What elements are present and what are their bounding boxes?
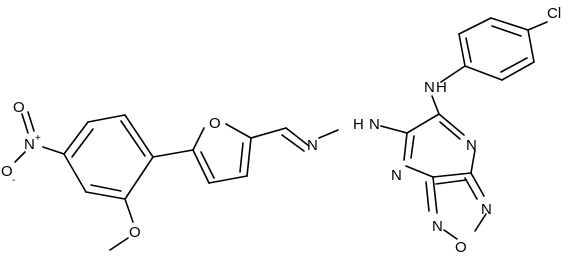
bond-pz-1 (406, 113, 440, 134)
bond-methoxy-ch3 (109, 237, 129, 251)
bond-ring-b-5 (85, 191, 126, 200)
bond-ox-1 (470, 172, 485, 197)
bond-fu-3 (192, 149, 210, 184)
bond-n-n (318, 129, 339, 139)
bond-ring-a-1 (490, 17, 529, 31)
bond-pz-3 (470, 149, 476, 174)
atom-oxadiazole-n-left: N (432, 218, 443, 235)
bond-ring-nitro (42, 146, 65, 155)
atom-cl: Cl (547, 5, 561, 22)
atom-nitro-n-charge: + (35, 133, 41, 144)
bond-ring-b-3-inner (71, 128, 94, 158)
bond-pz-nh (380, 125, 408, 134)
atom-nitro-o-left: O (1, 163, 13, 180)
atom-pyrazine-n-lower: N (391, 167, 402, 184)
bond-pz-6 (403, 132, 408, 161)
bond-fu-5 (246, 137, 252, 177)
bond-pz-5 (405, 165, 434, 178)
bond-fu-2 (192, 127, 205, 151)
bond-ring-a-5 (501, 61, 535, 81)
bond-pz-2 (438, 113, 465, 136)
bond-fu-4 (208, 175, 248, 184)
atom-oxadiazole-o: O (455, 239, 467, 256)
bond-nitro-o-top-a (21, 113, 29, 134)
bond-ox-2 (474, 213, 487, 232)
bond-cl-c (527, 21, 548, 31)
atom-nitro-o-left-charge: - (12, 175, 15, 186)
bond-ring-a-3-inner (465, 37, 472, 63)
bond-ring-nh (440, 65, 466, 83)
atom-furan-o: O (209, 115, 221, 132)
bond-pz-4 (432, 172, 472, 178)
bond-ox-4 (432, 176, 438, 214)
bond-ring-a-4 (464, 65, 503, 81)
bond-ring-b-2 (87, 114, 126, 123)
bond-ring-a-5-inner (500, 57, 528, 73)
bond-ring-a-6 (527, 29, 535, 63)
bond-ring-b-1 (124, 114, 154, 158)
bond-layer (14, 17, 548, 251)
bond-ring-a-1-inner (491, 25, 522, 37)
bond-ring-a-3 (458, 33, 466, 67)
bond-ch-furan (250, 127, 287, 139)
bond-imine-inner (281, 134, 305, 152)
atom-label-layer: Cl N H N H N O O N + O O - N N N N O (1, 5, 561, 256)
atom-aniline-n: N (424, 79, 435, 96)
bond-ring-b-4 (63, 153, 87, 193)
bond-nitro-o-left (14, 151, 26, 163)
bond-fu-1 (225, 123, 252, 139)
atom-hydrazone-nh-h: H (353, 116, 364, 133)
bond-fu-3-inner (200, 151, 215, 179)
bond-pz-6-inner (410, 135, 415, 159)
bond-nh-pyrazine (431, 95, 440, 115)
atom-hydrazone-n: N (307, 137, 318, 154)
atom-methoxy-o: O (129, 224, 141, 241)
bond-ox-1-inner (464, 177, 478, 200)
atom-nitro-n: N (24, 136, 35, 153)
bond-ring-methoxy-o (124, 198, 134, 223)
atom-hydrazone-nh-n: N (369, 116, 380, 133)
bond-fu-5-inner (239, 142, 244, 173)
atom-pyrazine-n-upper: N (466, 137, 477, 154)
bond-furan-phenyl (152, 149, 194, 158)
atom-oxadiazole-n-right: N (481, 201, 492, 218)
bond-ring-a-2 (458, 17, 492, 35)
bond-ox-3 (443, 229, 458, 240)
bond-imine (285, 127, 310, 147)
bond-ring-b-1-inner (120, 120, 146, 157)
bond-ox-4-inner (425, 181, 430, 212)
bond-ring-b-6 (124, 156, 154, 200)
bond-pz-4-inner (435, 179, 467, 185)
atom-nitro-o-top: O (13, 99, 25, 116)
bond-nitro-o-top-b (27, 111, 35, 132)
bond-ring-b-3 (63, 121, 89, 155)
bond-ring-b-5-inner (90, 184, 122, 192)
atom-aniline-h: H (436, 79, 447, 96)
bond-pz-2-inner (439, 121, 461, 140)
